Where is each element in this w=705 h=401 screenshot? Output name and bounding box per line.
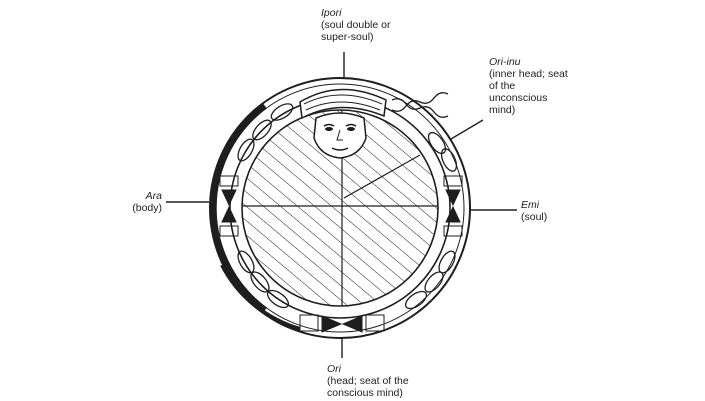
label-emi-desc: (soul) [521, 211, 548, 223]
label-ori-term: Ori [327, 363, 341, 375]
label-ori-inu-desc: unconscious [489, 92, 548, 104]
ring-decorations [237, 92, 458, 310]
label-ipori: Ipori (soul double or super-soul) [321, 7, 390, 43]
label-ori-inu-desc: (inner head; seat [489, 68, 568, 80]
label-ori-desc: (head; seat of the [327, 375, 409, 387]
label-ori-inu: Ori-inu (inner head; seat of the unconsc… [489, 56, 568, 116]
label-ipori-desc: (soul double or [321, 19, 391, 31]
label-ipori-desc: super-soul) [321, 31, 374, 43]
label-ipori-term: Ipori [321, 7, 342, 19]
label-ara-desc: (body) [132, 202, 162, 214]
label-emi-term: Emi [521, 199, 540, 211]
label-emi: Emi (soul) [521, 199, 547, 223]
face-carving [299, 88, 387, 159]
leader-line-ori-inu [450, 119, 484, 140]
label-ori-inu-term: Ori-inu [489, 56, 521, 68]
label-ara: Ara (body) [115, 190, 162, 214]
label-ori-inu-desc: mind) [489, 104, 516, 116]
label-ori-desc: conscious mind) [327, 387, 403, 399]
label-ara-term: Ara [145, 190, 162, 202]
triangle-motifs [219, 175, 463, 333]
label-ori-inu-desc: of the [489, 80, 516, 92]
label-ori: Ori (head; seat of the conscious mind) [327, 363, 409, 399]
